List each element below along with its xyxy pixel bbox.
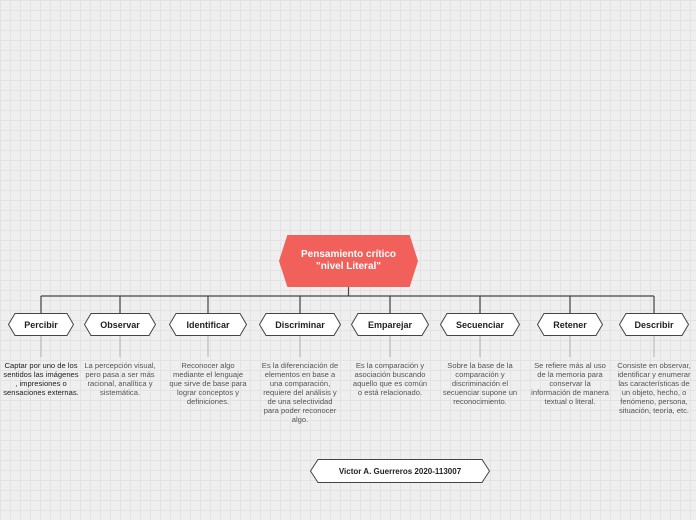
subtopic-description: Se refiere más al uso de la memoria para… bbox=[531, 361, 609, 406]
subtopic-description: Es la diferenciación de elementos en bas… bbox=[261, 361, 339, 424]
subtopic-label: Emparejar bbox=[367, 319, 413, 330]
subtopic-description: Reconocer algo mediante el lenguaje que … bbox=[169, 361, 247, 406]
author-topic-shape bbox=[310, 459, 490, 483]
root-topic[interactable]: Pensamiento crítico "nivel Literal" bbox=[279, 235, 418, 287]
subtopic-description: Sobre la base de la comparación y discri… bbox=[442, 361, 518, 406]
subtopic-5[interactable]: Emparejar bbox=[351, 313, 429, 336]
subtopic-shape bbox=[84, 313, 156, 336]
subtopic-8[interactable]: Describir bbox=[619, 313, 689, 336]
subtopic-6[interactable]: Secuenciar bbox=[440, 313, 520, 336]
subtopic-1[interactable]: Percibir bbox=[8, 313, 74, 336]
subtopic-shape bbox=[619, 313, 689, 336]
subtopic-2[interactable]: Observar bbox=[84, 313, 156, 336]
subtopic-label: Retener bbox=[553, 319, 587, 330]
subtopic-7[interactable]: Retener bbox=[537, 313, 603, 336]
subtopic-shape bbox=[351, 313, 429, 336]
subtopic-description: Captar por uno de los sentidos las imáge… bbox=[3, 361, 79, 397]
subtopic-label: Describir bbox=[634, 319, 674, 330]
subtopic-label: Percibir bbox=[24, 319, 58, 330]
subtopic-description: Es la comparación y asociación buscando … bbox=[352, 361, 428, 397]
subtopic-label: Identificar bbox=[186, 319, 230, 330]
subtopic-shape bbox=[259, 313, 341, 336]
subtopic-shape bbox=[440, 313, 520, 336]
subtopic-shape bbox=[8, 313, 74, 336]
subtopic-3[interactable]: Identificar bbox=[169, 313, 247, 336]
subtopic-label: Observar bbox=[100, 319, 140, 330]
subtopic-label: Discriminar bbox=[275, 319, 325, 330]
subtopic-4[interactable]: Discriminar bbox=[259, 313, 341, 336]
subtopic-shape bbox=[169, 313, 247, 336]
subtopic-shape bbox=[537, 313, 603, 336]
root-topic-label: Pensamiento crítico "nivel Literal" bbox=[300, 249, 397, 272]
subtopic-description: Consiste en observar, identificar y enum… bbox=[617, 361, 691, 415]
subtopic-description: La percepción visual, pero pasa a ser má… bbox=[84, 361, 156, 397]
author-topic[interactable]: Victor A. Guerreros 2020-113007 bbox=[310, 459, 490, 483]
author-label: Victor A. Guerreros 2020-113007 bbox=[338, 466, 462, 476]
subtopic-label: Secuenciar bbox=[455, 319, 505, 330]
